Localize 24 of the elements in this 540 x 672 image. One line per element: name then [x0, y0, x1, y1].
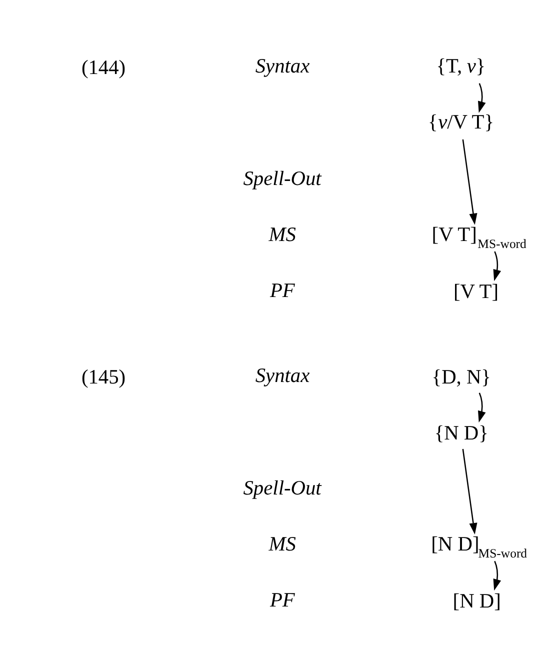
node-text: [N D]: [452, 590, 501, 613]
arrow: [493, 251, 502, 282]
label: MS: [268, 224, 296, 246]
label: Spell-Out: [243, 168, 322, 190]
arrow: [462, 448, 478, 534]
label: PF: [270, 280, 295, 302]
node-text: [V T]$_{MS-word}$: [432, 224, 526, 251]
node-text: [V T]: [453, 281, 499, 304]
arrow: [478, 392, 486, 422]
label: Syntax: [255, 56, 310, 78]
arrow: [493, 560, 502, 591]
node-text: {T, v}: [436, 56, 486, 78]
label: Syntax: [255, 365, 310, 388]
arrow: [478, 83, 486, 113]
label: (145): [81, 366, 126, 389]
node-text: {v/V T}: [428, 112, 494, 134]
label: (144): [81, 56, 126, 79]
label: Spell-Out: [243, 477, 322, 500]
arrow: [462, 139, 478, 225]
label: PF: [270, 589, 295, 612]
label: MS: [268, 533, 296, 556]
node-text: {N D}: [434, 422, 488, 445]
node-text: [N D]$_{MS-word}$: [431, 533, 528, 560]
node-text: {D, N}: [432, 366, 491, 389]
